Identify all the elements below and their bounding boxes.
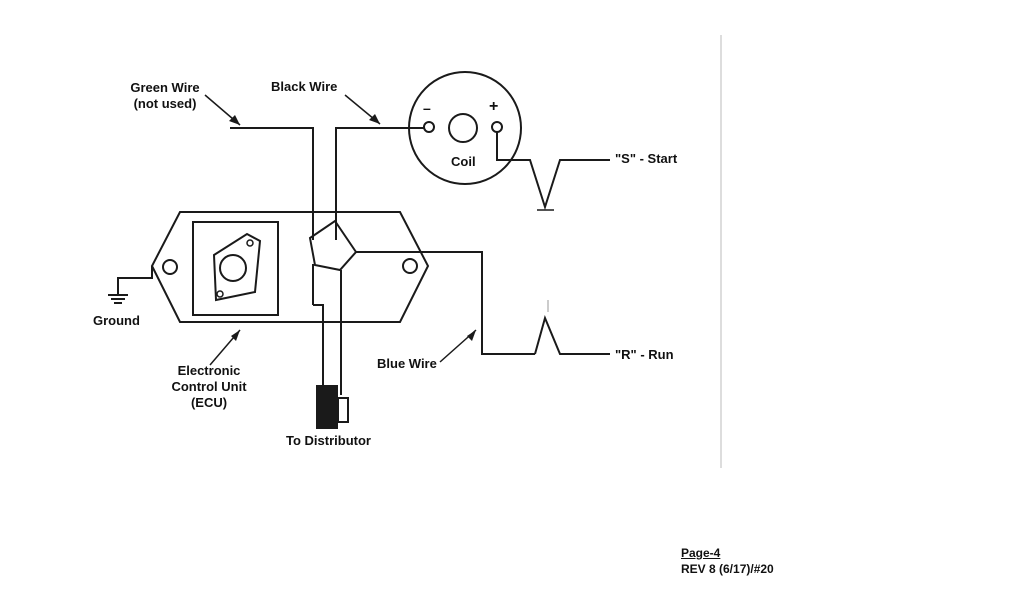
coil-negative-terminal [423,121,435,133]
run-wire [534,314,610,355]
black-wire [335,127,424,240]
revision: REV 8 (6/17)/#20 [681,562,774,576]
ecu-module [212,232,262,302]
distributor-plug [316,385,338,429]
coil-minus-label: – [423,100,431,116]
green-wire-label: Green Wire (not used) [130,80,200,111]
black-wire-label: Black Wire [271,79,338,94]
green-wire [230,127,314,240]
ground-wire [117,266,153,295]
ecu-mount-hole-right [402,258,418,274]
ecu-inner-panel [192,221,279,316]
blue-wire-label: Blue Wire [377,356,437,371]
start-wire [496,132,610,211]
blue-wire [356,251,535,355]
ground-label: Ground [93,313,140,328]
ecu-mount-hole-left [162,259,178,275]
ecu-connector [308,219,358,272]
ecu-module-hole [219,254,247,282]
page-number: Page-4 [681,546,721,560]
coil-center-terminal [448,113,478,143]
page-footer: Page-4 REV 8 (6/17)/#20 [681,545,774,577]
coil-label: Coil [451,154,476,169]
run-label: "R" - Run [615,347,674,362]
ecu-label: Electronic Control Unit (ECU) [171,363,247,410]
coil-plus-label: + [489,98,499,115]
distributor-label: To Distributor [286,433,371,448]
coil-positive-terminal [491,121,503,133]
start-label: "S" - Start [615,151,678,166]
